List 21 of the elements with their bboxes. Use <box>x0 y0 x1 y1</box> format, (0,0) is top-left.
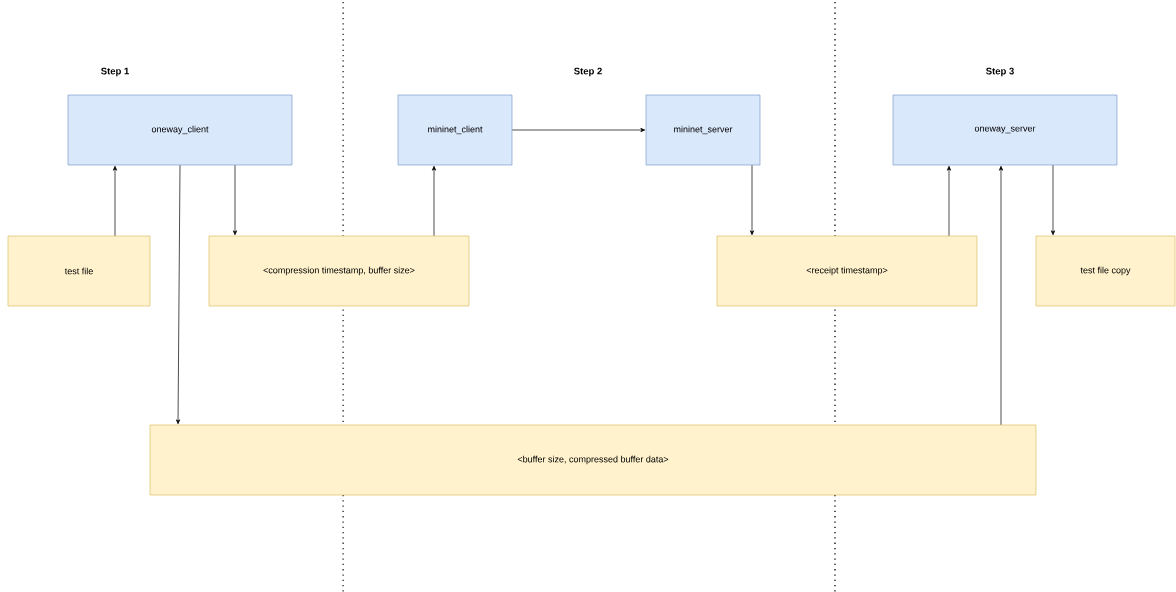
process-box: <compression timestamp, buffer size> <box>208 235 470 307</box>
arrow <box>232 164 238 236</box>
arrow <box>511 127 646 133</box>
arrow <box>176 164 181 425</box>
arrow <box>749 164 755 236</box>
step-heading: Step 2 <box>574 67 602 77</box>
process-box: mininet_client <box>397 94 513 166</box>
step-heading: Step 3 <box>986 67 1014 77</box>
process-box: mininet_server <box>645 94 761 166</box>
process-box: <buffer size, compressed buffer data> <box>149 424 1037 496</box>
arrow <box>112 165 118 237</box>
step-heading: Step 1 <box>101 67 129 77</box>
process-box: <receipt timestamp> <box>716 235 978 307</box>
arrow <box>431 165 437 237</box>
arrow <box>998 165 1004 426</box>
process-box: oneway_server <box>892 94 1118 166</box>
arrow <box>1050 164 1056 236</box>
process-box: test file <box>7 235 151 307</box>
process-box: oneway_client <box>67 94 293 166</box>
arrow <box>946 165 952 237</box>
process-box: test file copy <box>1035 235 1176 307</box>
